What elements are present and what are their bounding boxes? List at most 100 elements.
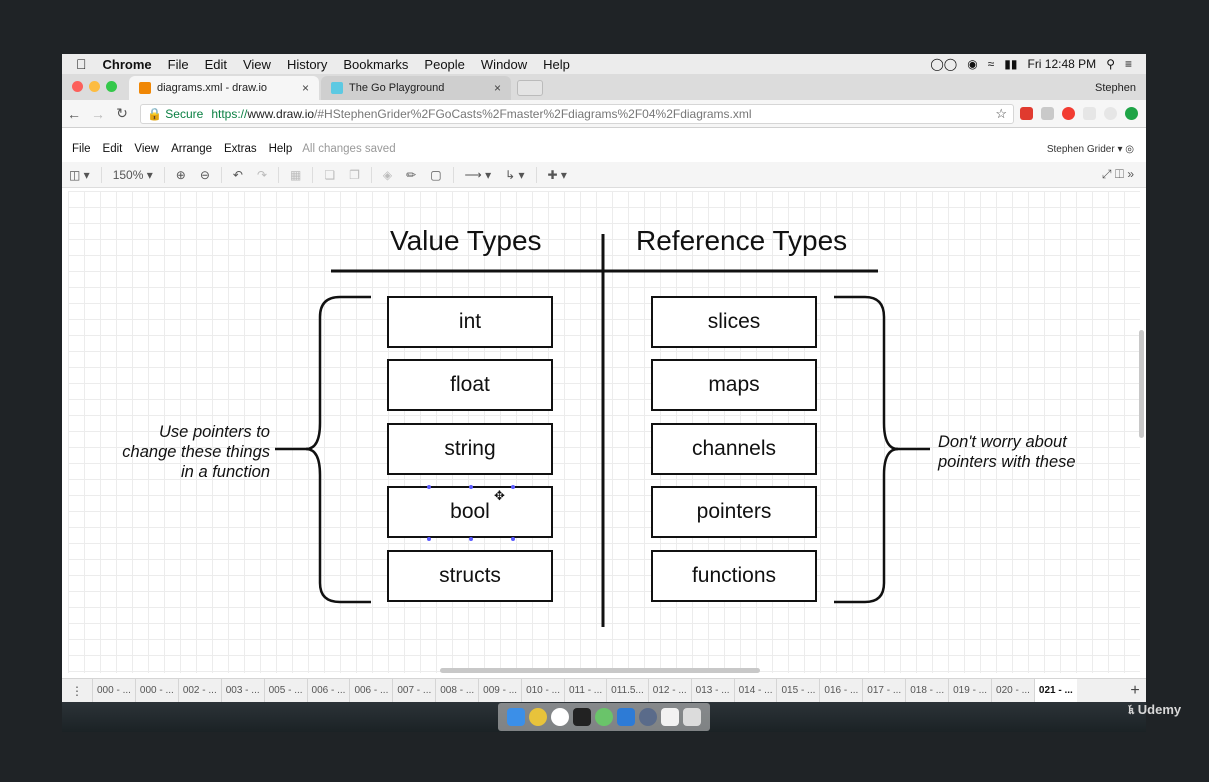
drawio-menu-edit[interactable]: Edit [102,143,123,155]
profile-name[interactable]: Stephen [1095,82,1136,94]
page-tab[interactable]: 005 - ... [263,678,307,703]
drawio-menu-arrange[interactable]: Arrange [171,143,212,155]
to-back-icon[interactable]: ❐ [349,167,360,182]
record-icon[interactable]: ◉ [967,57,978,71]
selection-handle[interactable] [469,485,473,489]
reload-icon[interactable]: ↻ [116,105,128,121]
opera-extension-icon[interactable] [1062,107,1075,120]
pages-menu-icon[interactable]: ⋮ [71,683,83,698]
page-tab[interactable]: 002 - ... [177,678,221,703]
page-tab[interactable]: 006 - ... [349,678,392,703]
page-tab[interactable]: 016 - ... [819,678,862,703]
zoom-in-icon[interactable]: ⊕ [175,167,186,182]
maximize-window-icon[interactable] [106,81,117,92]
menubar-item-file[interactable]: File [157,56,189,72]
insert-plus-icon[interactable]: ✚ ▾ [547,167,567,182]
horizontal-scrollbar[interactable] [440,668,760,673]
value-type-box-bool[interactable]: bool [387,486,553,538]
new-tab-button[interactable] [517,80,543,96]
smiley-app-icon[interactable] [551,708,569,726]
left-annotation[interactable]: Use pointers to change these things in a… [90,422,270,482]
close-tab-icon[interactable]: × [301,81,309,95]
zoom-out-icon[interactable]: ⊖ [199,167,210,182]
drive-extension-icon[interactable] [1041,107,1054,120]
glasses-icon[interactable]: ◯◯ [930,57,958,71]
page-tab[interactable]: 013 - ... [690,678,734,703]
battery-icon[interactable]: ▮▮ [1004,57,1018,71]
zoom-dropdown[interactable]: 150% ▾ [112,167,153,182]
reference-type-box-functions[interactable]: functions [651,550,817,602]
page-tab[interactable]: 000 - ... [134,678,178,703]
page-tab[interactable]: 011 - ... [563,678,606,703]
selection-handle[interactable] [511,537,515,541]
pinterest-extension-icon[interactable] [1104,107,1117,120]
menubar-item-people[interactable]: People [413,56,464,72]
vertical-scrollbar[interactable] [1139,330,1144,438]
finder-icon[interactable] [507,708,525,726]
page-tab[interactable]: 019 - ... [948,678,991,703]
chrome-icon[interactable] [529,708,547,726]
tab-go-playground[interactable]: The Go Playground × [321,76,511,100]
menubar-item-view[interactable]: View [232,56,271,72]
redo-icon[interactable]: ↷ [256,167,268,182]
forward-arrow-icon[interactable]: → [91,105,105,122]
page-tab[interactable]: 015 - ... [776,678,819,703]
lastpass-extension-icon[interactable] [1020,107,1033,120]
reference-type-box-channels[interactable]: channels [651,423,817,475]
page-tab[interactable]: 007 - ... [392,678,435,703]
page-tab[interactable]: 021 - ... [1033,678,1077,703]
value-type-box-string[interactable]: string [387,423,553,475]
selection-handle[interactable] [511,485,515,489]
spotlight-search-icon[interactable]: ⚲ [1106,57,1115,71]
bookmark-star-icon[interactable]: ☆ [995,105,1007,121]
waypoints-icon[interactable]: ↳ ▾ [505,167,525,182]
right-annotation[interactable]: Don't worry about pointers with these [938,432,1108,472]
vscode-icon[interactable] [617,708,635,726]
page-tab[interactable]: 020 - ... [991,678,1034,703]
selection-handle[interactable] [427,537,431,541]
value-type-box-structs[interactable]: structs [387,550,553,602]
secure-lock-indicator[interactable]: 🔒 Secure [147,106,204,121]
back-arrow-icon[interactable]: ← [67,105,81,122]
value-type-box-float[interactable]: float [387,359,553,411]
close-window-icon[interactable] [72,81,83,92]
value-type-box-int[interactable]: int [387,296,553,348]
evernote-extension-icon[interactable] [1125,107,1138,120]
reference-type-box-pointers[interactable]: pointers [651,486,817,538]
page-tab[interactable]: 017 - ... [862,678,905,703]
connection-style-icon[interactable]: ⟶ ▾ [464,167,492,182]
add-page-icon[interactable]: + [1130,681,1140,699]
menubar-app-name[interactable]: Chrome [92,56,152,72]
page-tab[interactable]: 014 - ... [733,678,777,703]
reference-types-heading[interactable]: Reference Types [636,225,848,256]
terminal-icon[interactable] [573,708,591,726]
tab-drawio[interactable]: diagrams.xml - draw.io × [129,76,319,100]
to-front-icon[interactable]: ❏ [324,167,336,182]
page-tab[interactable]: 009 - ... [478,678,521,703]
drawio-menu-extras[interactable]: Extras [224,143,257,155]
selection-handle[interactable] [427,485,431,489]
shadow-icon[interactable]: ▢ [430,167,442,182]
page-tab[interactable]: 003 - ... [220,678,264,703]
minimize-window-icon[interactable] [89,81,100,92]
link-extension-icon[interactable] [1083,107,1096,120]
reference-type-box-maps[interactable]: maps [651,359,817,411]
documents-folder-icon[interactable] [661,708,679,726]
menubar-item-help[interactable]: Help [532,56,570,72]
value-types-heading[interactable]: Value Types [390,225,542,256]
apple-icon[interactable]:  [62,56,95,72]
page-tab[interactable]: 006 - ... [306,678,350,703]
page-tab[interactable]: 018 - ... [905,678,948,703]
selection-handle[interactable] [469,537,473,541]
quicktime-icon[interactable] [639,708,657,726]
drawio-menu-help[interactable]: Help [268,143,293,155]
wifi-icon[interactable]: ≈ [987,57,995,71]
network-app-icon[interactable] [595,708,613,726]
page-tab[interactable]: 010 - ... [521,678,564,703]
drawio-canvas[interactable]: Value Types Reference Types int float st… [68,191,1140,673]
fullscreen-toggle-icon[interactable]: ⤢ ◫ » [1101,167,1134,181]
undo-icon[interactable]: ↶ [232,167,243,182]
menubar-clock[interactable]: Fri 12:48 PM [1027,57,1097,71]
menubar-item-edit[interactable]: Edit [194,56,227,72]
trash-icon[interactable] [683,708,701,726]
